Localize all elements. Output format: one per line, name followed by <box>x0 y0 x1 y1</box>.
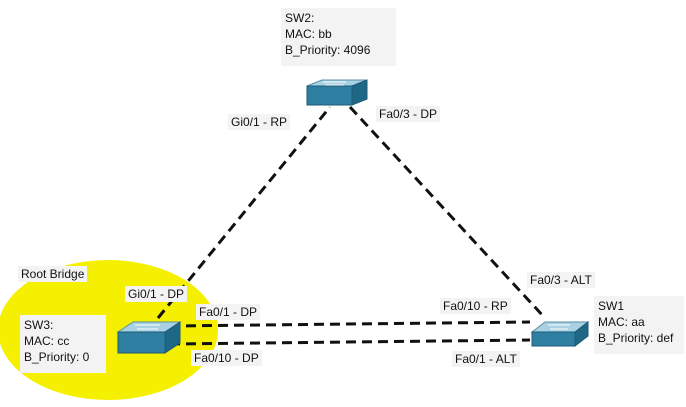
sw2-mac: MAC: bb <box>285 27 332 41</box>
port-label-sw3-fa010: Fa0/10 - DP <box>191 350 262 366</box>
port-label-sw3-gi01: Gi0/1 - DP <box>125 286 188 302</box>
port-label-sw1-fa03: Fa0/3 - ALT <box>527 272 595 288</box>
sw2-info-box: SW2: MAC: bb B_Priority: 4096 <box>281 8 396 66</box>
sw3-switch-icon <box>116 321 182 354</box>
sw1-switch-icon <box>530 320 590 348</box>
link-sw2-sw1 <box>348 105 547 320</box>
sw3-info-box: SW3: MAC: cc B_Priority: 0 <box>20 315 106 373</box>
sw1-mac: MAC: aa <box>598 315 645 329</box>
link-sw3-sw1-fa01 <box>169 320 531 328</box>
sw2-priority: B_Priority: 4096 <box>285 43 371 57</box>
root-bridge-label: Root Bridge <box>18 266 88 282</box>
sw3-name: SW3: <box>24 318 54 332</box>
sw3-priority: B_Priority: 0 <box>24 350 90 364</box>
port-label-sw2-fa03: Fa0/3 - DP <box>376 106 441 122</box>
port-label-sw2-gi01: Gi0/1 - RP <box>228 114 291 130</box>
sw1-name: SW1 <box>598 299 625 313</box>
port-label-sw3-fa01: Fa0/1 - DP <box>196 304 261 320</box>
port-label-sw1-fa010: Fa0/10 - RP <box>440 298 511 314</box>
sw1-priority: B_Priority: def <box>598 331 674 345</box>
port-label-sw1-fa01: Fa0/1 - ALT <box>452 351 520 367</box>
sw2-switch-icon <box>306 79 368 106</box>
sw1-info-box: SW1 MAC: aa B_Priority: def <box>594 296 684 354</box>
link-sw3-sw2 <box>156 106 332 319</box>
sw3-mac: MAC: cc <box>24 334 70 348</box>
link-sw3-sw1-fa010 <box>169 338 531 346</box>
sw2-name: SW2: <box>285 11 315 25</box>
